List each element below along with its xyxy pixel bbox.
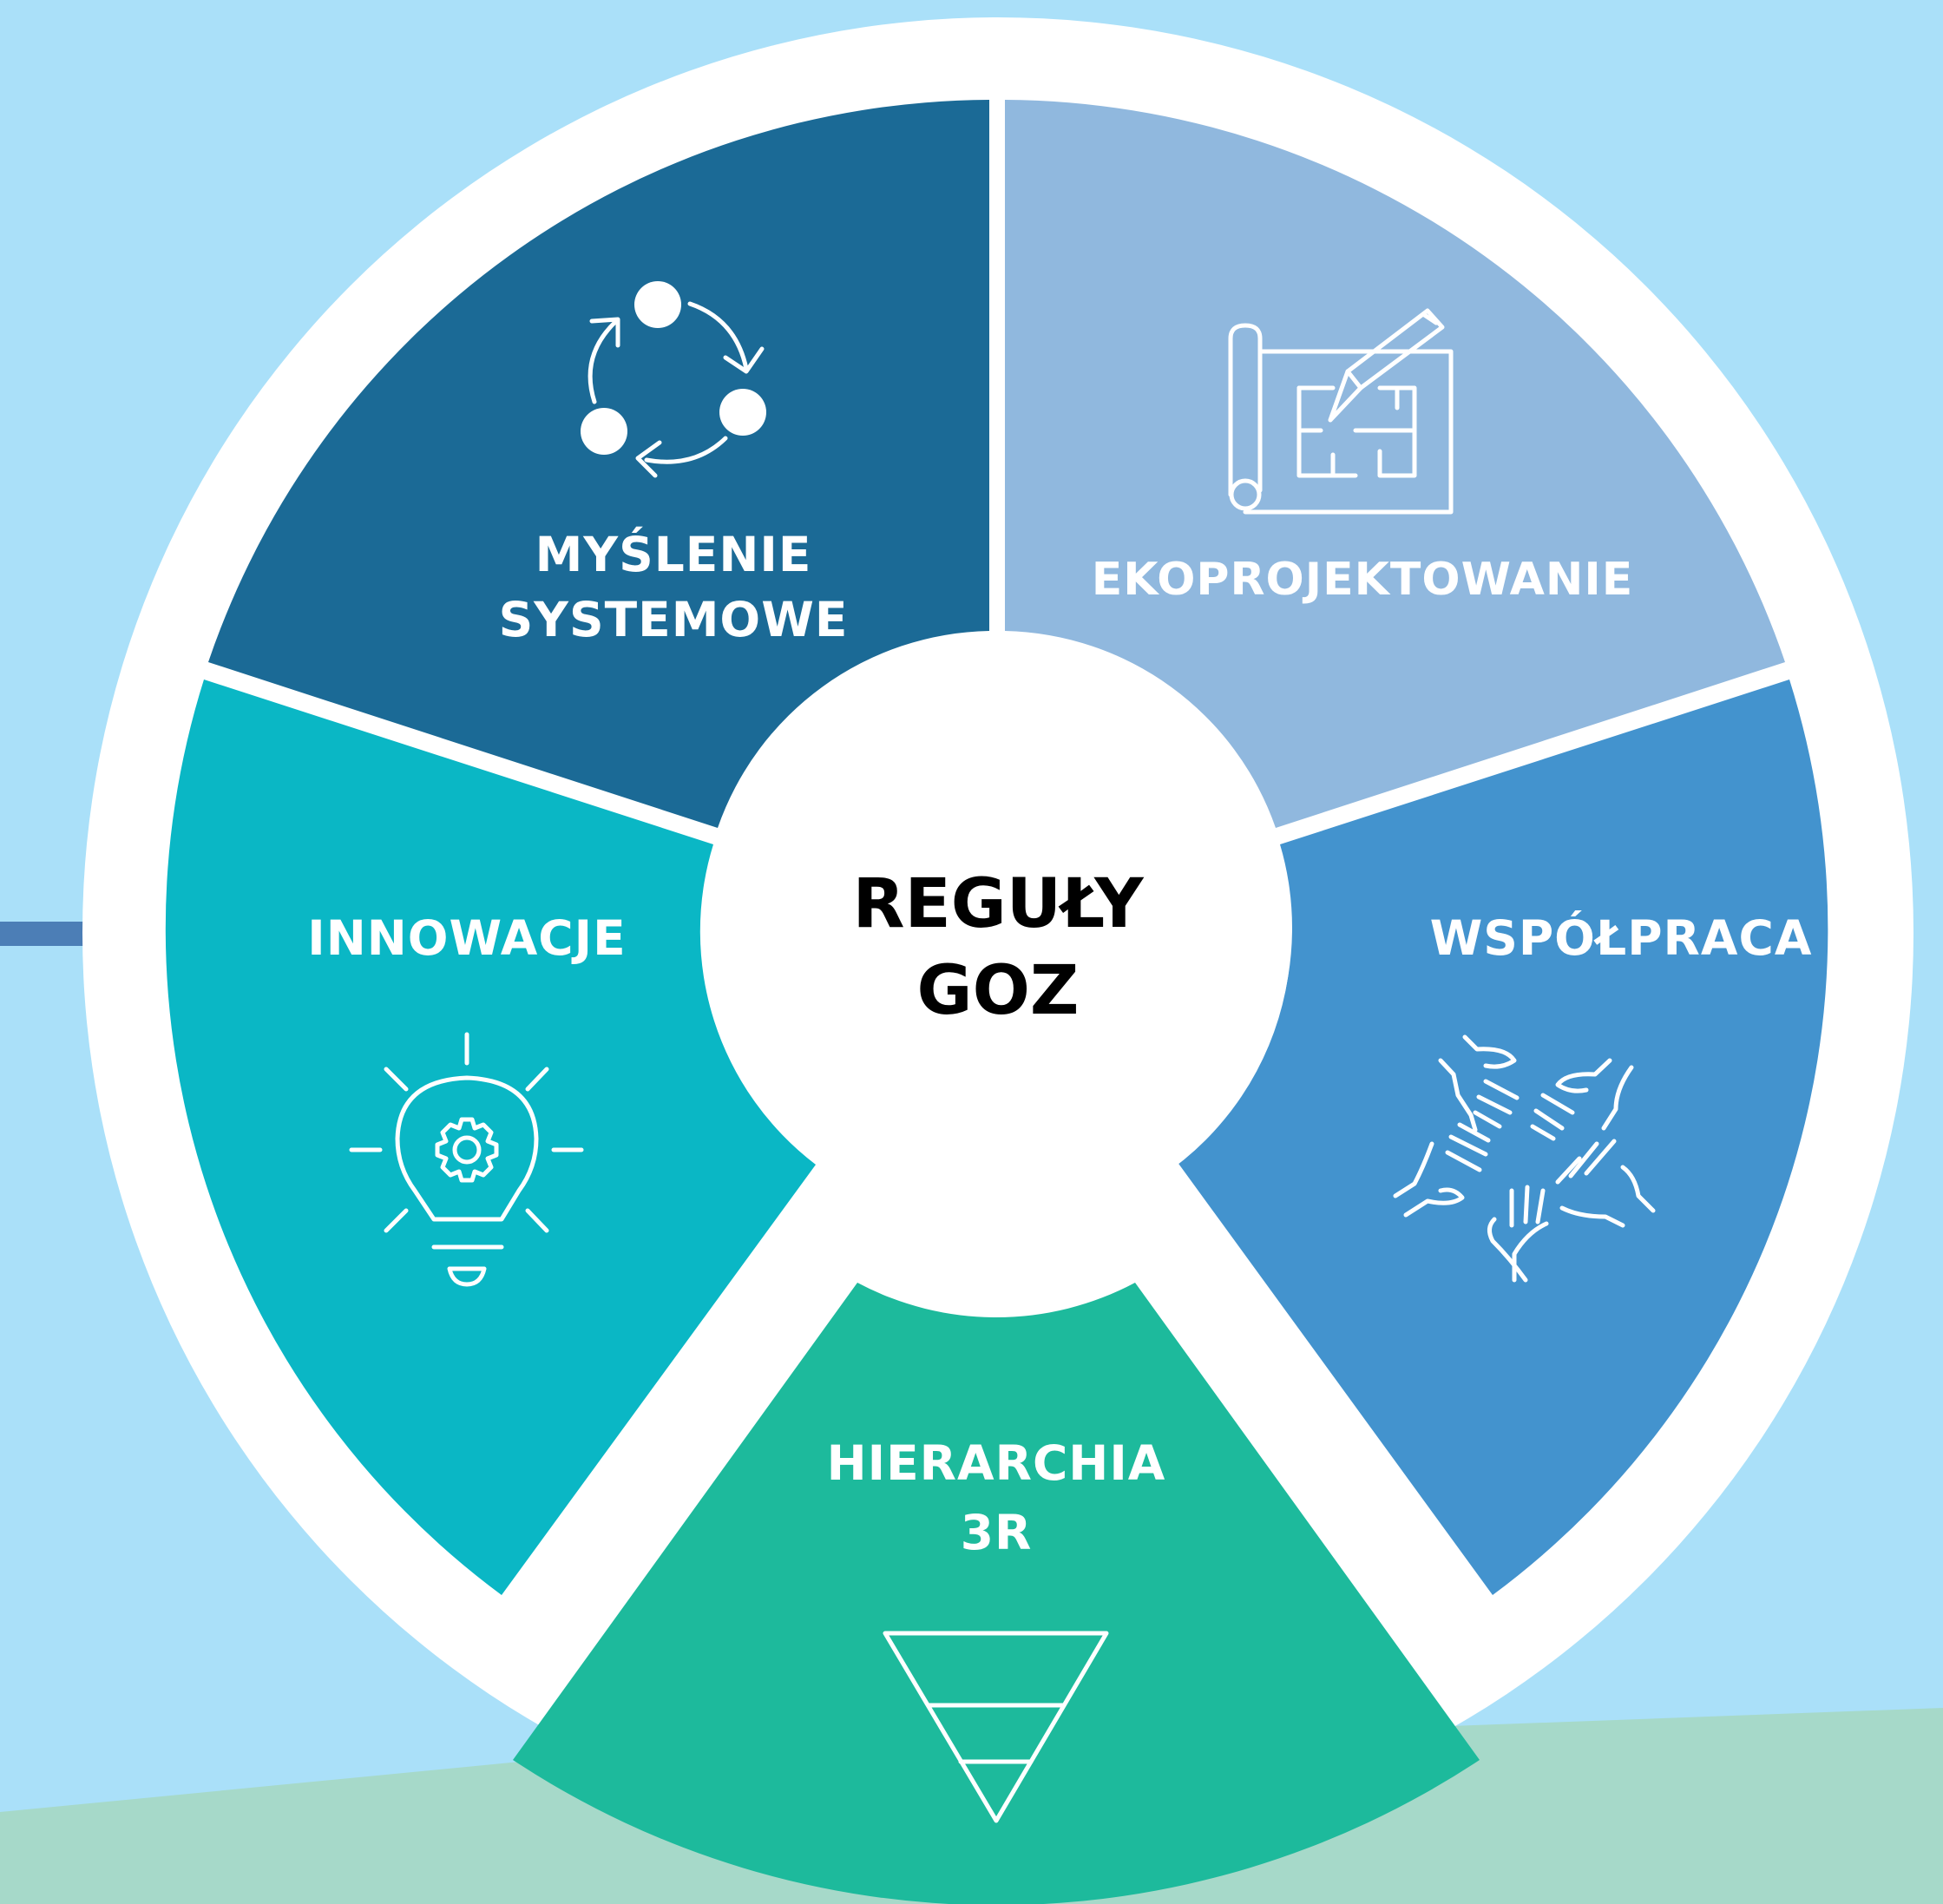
center-circle — [705, 640, 1291, 1226]
blueprint-pencil-icon — [1228, 308, 1454, 515]
segment-hierarchy-label-line1: HIERARCHIA — [827, 1435, 1166, 1491]
segment-systems-label-line2: SYSTEMOWE — [499, 592, 849, 647]
cycle-arrows-icon — [581, 281, 766, 478]
segment-innovation-label: INNOWACJE — [307, 910, 626, 966]
segment-hierarchy — [513, 1283, 1480, 1904]
segment-systems-label-line1: MYŚLENIE — [535, 527, 812, 582]
center-title-line2: GOZ — [917, 952, 1080, 1030]
lightbulb-gear-icon — [349, 1032, 584, 1287]
segment-hierarchy-label-line2: 3R — [961, 1505, 1033, 1560]
joined-hands-icon — [1393, 1034, 1656, 1283]
segment-ecodesign-label: EKOPROJEKTOWANIE — [1092, 554, 1634, 606]
segment-ecodesign — [1005, 100, 1785, 828]
segment-cooperation-label: WSPÓŁPRACA — [1430, 910, 1813, 966]
segment-cooperation — [1177, 680, 1828, 1595]
inverted-pyramid-icon — [883, 1631, 1109, 1823]
center-title-line1: REGUŁY — [852, 865, 1145, 943]
segment-systems — [208, 100, 989, 828]
accent-bar — [0, 922, 87, 946]
